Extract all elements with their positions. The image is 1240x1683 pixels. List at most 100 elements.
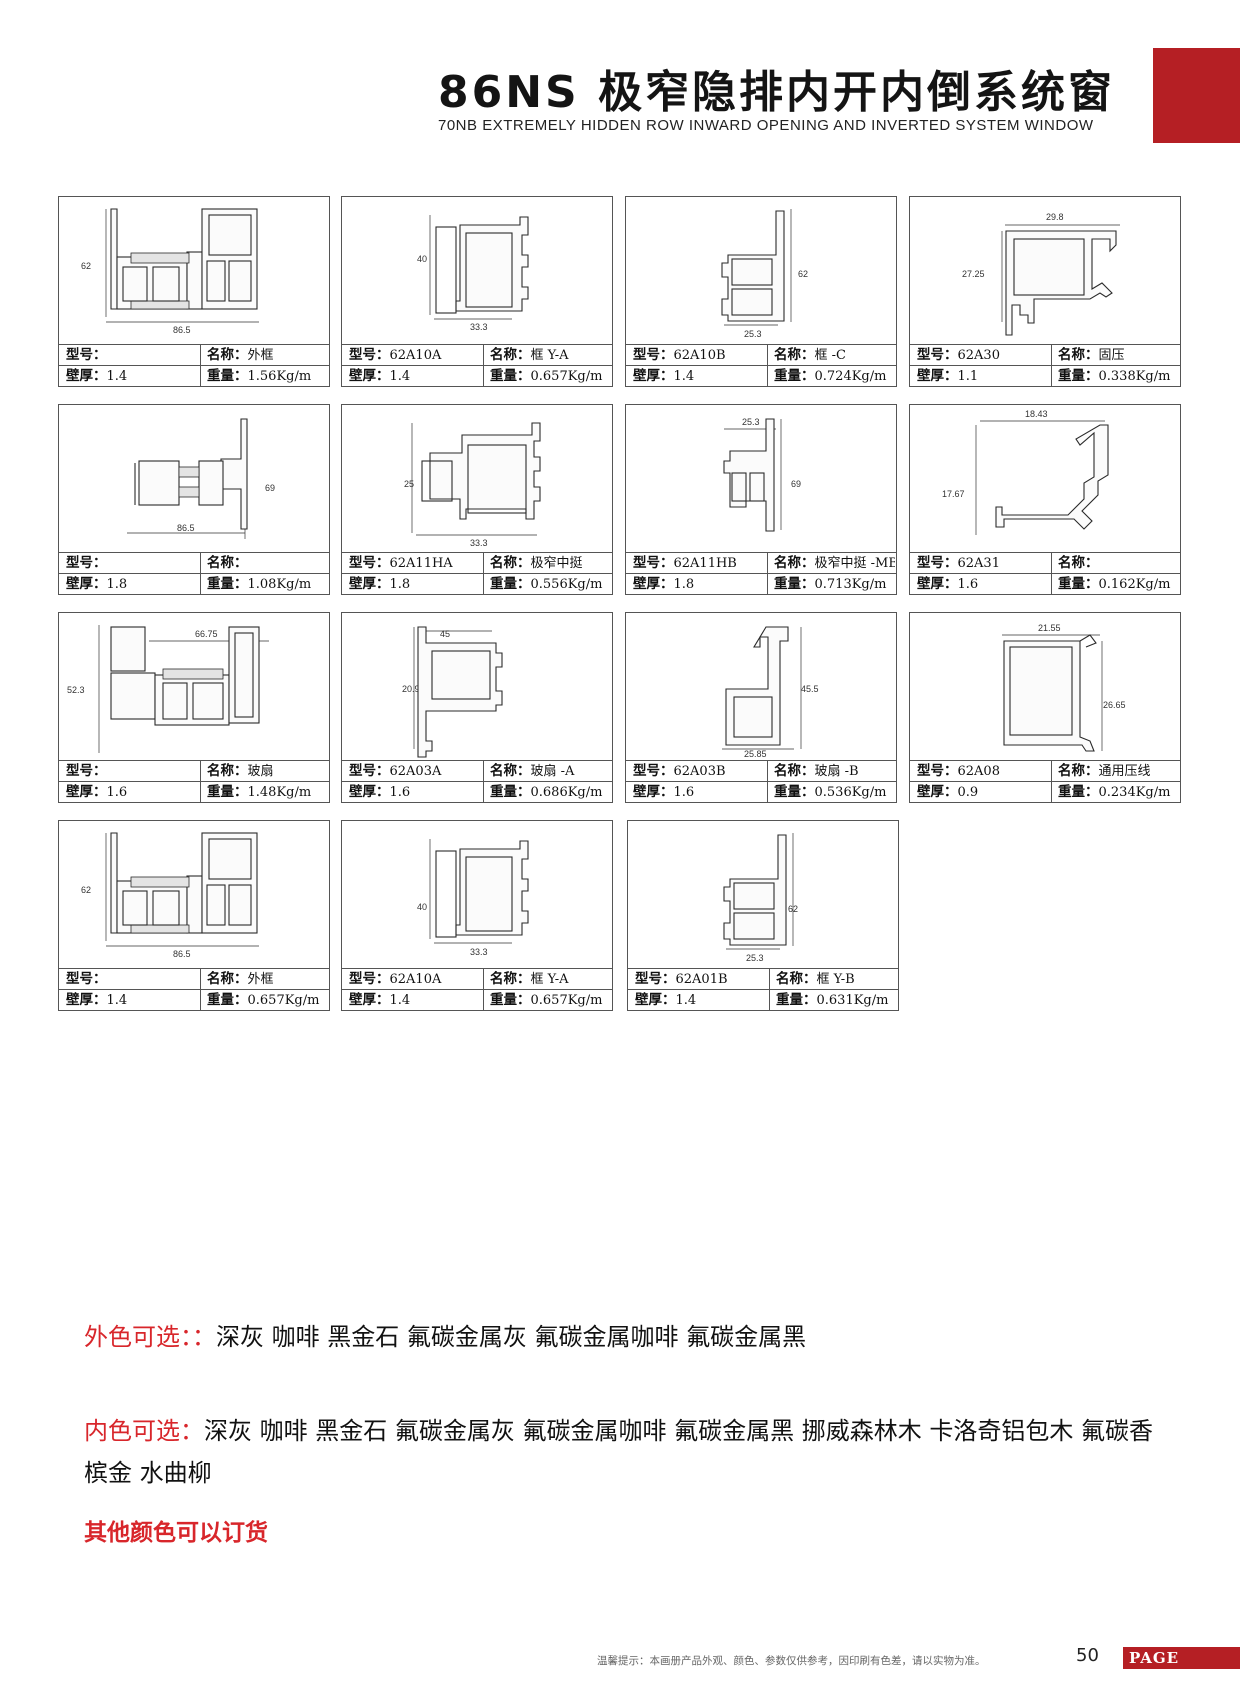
profile-card: 25.3 69 型号：62A11HB 名称：极窄中挺 -MB 壁厚：1.8 重量… [625,404,897,595]
dimension-label: 52.3 [67,685,85,695]
name-field: 名称：通用压线 [1051,761,1179,782]
wall-thickness-field: 壁厚：1.4 [349,992,411,1008]
profile-card: 62 86.5 型号： 名称：外框 壁厚：1.4 重量：1.56Kg/m [58,196,330,387]
profile-diagram: 21.55 26.65 [1002,623,1126,752]
dimension-label: 40 [417,254,427,264]
profile-card: 18.43 17.67 型号：62A31 名称： 壁厚：1.6 重量：0.162… [909,404,1181,595]
page-label: PAGE [1123,1647,1240,1669]
profile-card: 45.5 25.85 型号：62A03B 名称：玻扇 -B 壁厚：1.6 重量：… [625,612,897,803]
weight-field: 重量：0.631Kg/m [769,990,897,1011]
wall-thickness-field: 壁厚：0.9 [917,784,979,800]
dimension-label: 33.3 [470,947,488,957]
weight-field: 重量：0.724Kg/m [767,366,895,387]
dimension-label: 62 [788,904,798,914]
weight-field: 重量：0.234Kg/m [1051,782,1179,803]
weight-field: 重量：0.713Kg/m [767,574,895,595]
profile-card: 20.95 45 型号：62A03A 名称：玻扇 -A 壁厚：1.6 重量：0.… [341,612,613,803]
model-field: 型号：62A11HA [349,555,453,571]
profile-diagram: 62 86.5 [81,208,259,335]
dimension-label: 45.5 [801,684,819,694]
wall-thickness-field: 壁厚：1.4 [633,368,695,384]
inner-color-label: 内色可选： [84,1417,204,1445]
wall-thickness-field: 壁厚：1.4 [66,368,128,384]
model-field: 型号：62A10A [349,347,442,363]
model-field: 型号：62A10B [633,347,726,363]
dimension-label: 69 [265,483,275,493]
profile-card: 40 33.3 型号：62A10A 名称：框 Y-A 壁厚：1.4 重量：0.6… [341,196,613,387]
profile-diagram: 62 25.3 [721,209,808,339]
inner-color-values: 深灰 咖啡 黑金石 氟碳金属灰 氟碳金属咖啡 氟碳金属黑 挪威森林木 卡洛奇铝包… [84,1417,1154,1487]
profile-diagram: 40 33.3 [417,215,529,332]
profile-diagram: 25.3 69 [723,417,801,532]
model-field: 型号：62A08 [917,763,1000,779]
profile-card: 62 86.5 型号： 名称：外框 壁厚：1.4 重量：0.657Kg/m [58,820,330,1011]
name-field: 名称： [1051,553,1179,574]
name-field: 名称：玻扇 -A [483,761,611,782]
weight-field: 重量：0.556Kg/m [483,574,611,595]
dimension-label: 62 [798,269,808,279]
weight-field: 重量：0.657Kg/m [483,366,611,387]
profile-diagram: 69 86.5 [127,418,275,539]
header-accent-block [1153,48,1240,143]
model-field: 型号：62A31 [917,555,1000,571]
name-field: 名称：外框 [200,969,328,990]
profile-diagram: 25 33.3 [404,422,541,548]
dimension-label: 86.5 [173,949,191,959]
name-field: 名称：外框 [200,345,328,366]
wall-thickness-field: 壁厚：1.8 [66,576,128,592]
weight-field: 重量：0.686Kg/m [483,782,611,803]
profile-card: 69 86.5 型号： 名称： 壁厚：1.8 重量：1.08Kg/m [58,404,330,595]
wall-thickness-field: 壁厚：1.6 [633,784,695,800]
profile-diagram: 62 25.3 [723,833,798,963]
model-field: 型号：62A03B [633,763,726,779]
custom-color-note: 其他颜色可以订货 [84,1520,268,1546]
wall-thickness-field: 壁厚：1.8 [349,576,411,592]
name-field: 名称：极窄中挺 -MB [767,553,895,574]
model-field: 型号：62A11HB [633,555,737,571]
name-field: 名称：玻扇 -B [767,761,895,782]
name-field: 名称：框 Y-A [483,345,611,366]
wall-thickness-field: 壁厚：1.1 [917,368,979,384]
profile-card: 52.3 66.75 型号： 名称：玻扇 壁厚：1.6 重量：1.48Kg/m [58,612,330,803]
dimension-label: 86.5 [177,523,195,533]
dimension-label: 66.75 [195,629,218,639]
wall-thickness-field: 壁厚：1.4 [349,368,411,384]
weight-field: 重量：0.338Kg/m [1051,366,1179,387]
dimension-label: 20.95 [402,684,425,694]
model-field: 型号：62A03A [349,763,442,779]
profile-diagram: 45.5 25.85 [722,626,819,759]
dimension-label: 26.65 [1103,700,1126,710]
wall-thickness-field: 壁厚：1.6 [66,784,128,800]
dimension-label: 25.3 [744,329,762,339]
weight-field: 重量：0.657Kg/m [200,990,328,1011]
model-field: 型号： [66,347,107,363]
outer-color-values: 深灰 咖啡 黑金石 氟碳金属灰 氟碳金属咖啡 氟碳金属黑 [216,1323,807,1351]
profile-card: 25 33.3 型号：62A11HA 名称：极窄中挺 壁厚：1.8 重量：0.5… [341,404,613,595]
dimension-label: 62 [81,261,91,271]
name-field: 名称：固压 [1051,345,1179,366]
wall-thickness-field: 壁厚：1.6 [349,784,411,800]
model-field: 型号： [66,555,107,571]
dimension-label: 25.3 [746,953,764,963]
name-field: 名称：框 Y-B [769,969,897,990]
outer-color-options: 外色可选：：深灰 咖啡 黑金石 氟碳金属灰 氟碳金属咖啡 氟碳金属黑 [84,1316,1164,1358]
name-field: 名称：玻扇 [200,761,328,782]
model-field: 型号：62A30 [917,347,1000,363]
dimension-label: 86.5 [173,325,191,335]
name-field: 名称： [200,553,328,574]
dimension-label: 33.3 [470,538,488,548]
page-subtitle: 70NB EXTREMELY HIDDEN ROW INWARD OPENING… [438,117,1094,134]
model-field: 型号： [66,763,107,779]
weight-field: 重量：1.08Kg/m [200,574,328,595]
model-field: 型号：62A01B [635,971,728,987]
dimension-label: 17.67 [942,489,965,499]
profile-diagram: 40 33.3 [417,839,529,957]
wall-thickness-field: 壁厚：1.4 [66,992,128,1008]
name-field: 名称：框 Y-A [483,969,611,990]
profile-diagram: 52.3 66.75 [67,625,269,753]
dimension-label: 69 [791,479,801,489]
dimension-label: 18.43 [1025,409,1048,419]
profile-card: 40 33.3 型号：62A10A 名称：框 Y-A 壁厚：1.4 重量：0.6… [341,820,613,1011]
dimension-label: 62 [81,885,91,895]
profile-diagram: 62 86.5 [81,832,259,959]
